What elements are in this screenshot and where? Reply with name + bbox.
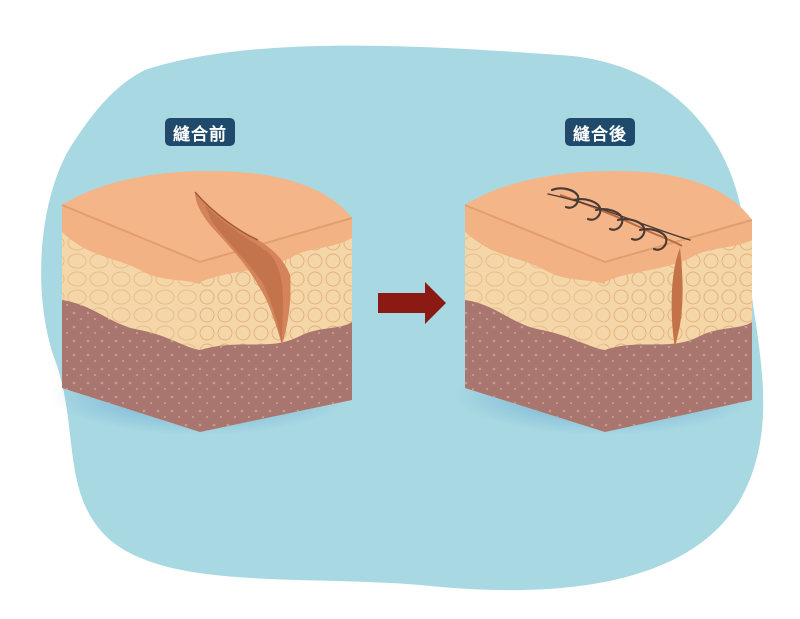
skin-block-after bbox=[464, 170, 753, 432]
arrow-right-icon bbox=[378, 282, 446, 324]
label-before-suture: 縫合前 bbox=[165, 118, 235, 146]
closed-wound-line bbox=[671, 248, 683, 348]
top-face-after bbox=[465, 170, 752, 262]
skin-block-before bbox=[61, 170, 353, 432]
label-after-suture: 縫合後 bbox=[565, 118, 635, 146]
sutures bbox=[547, 187, 691, 251]
